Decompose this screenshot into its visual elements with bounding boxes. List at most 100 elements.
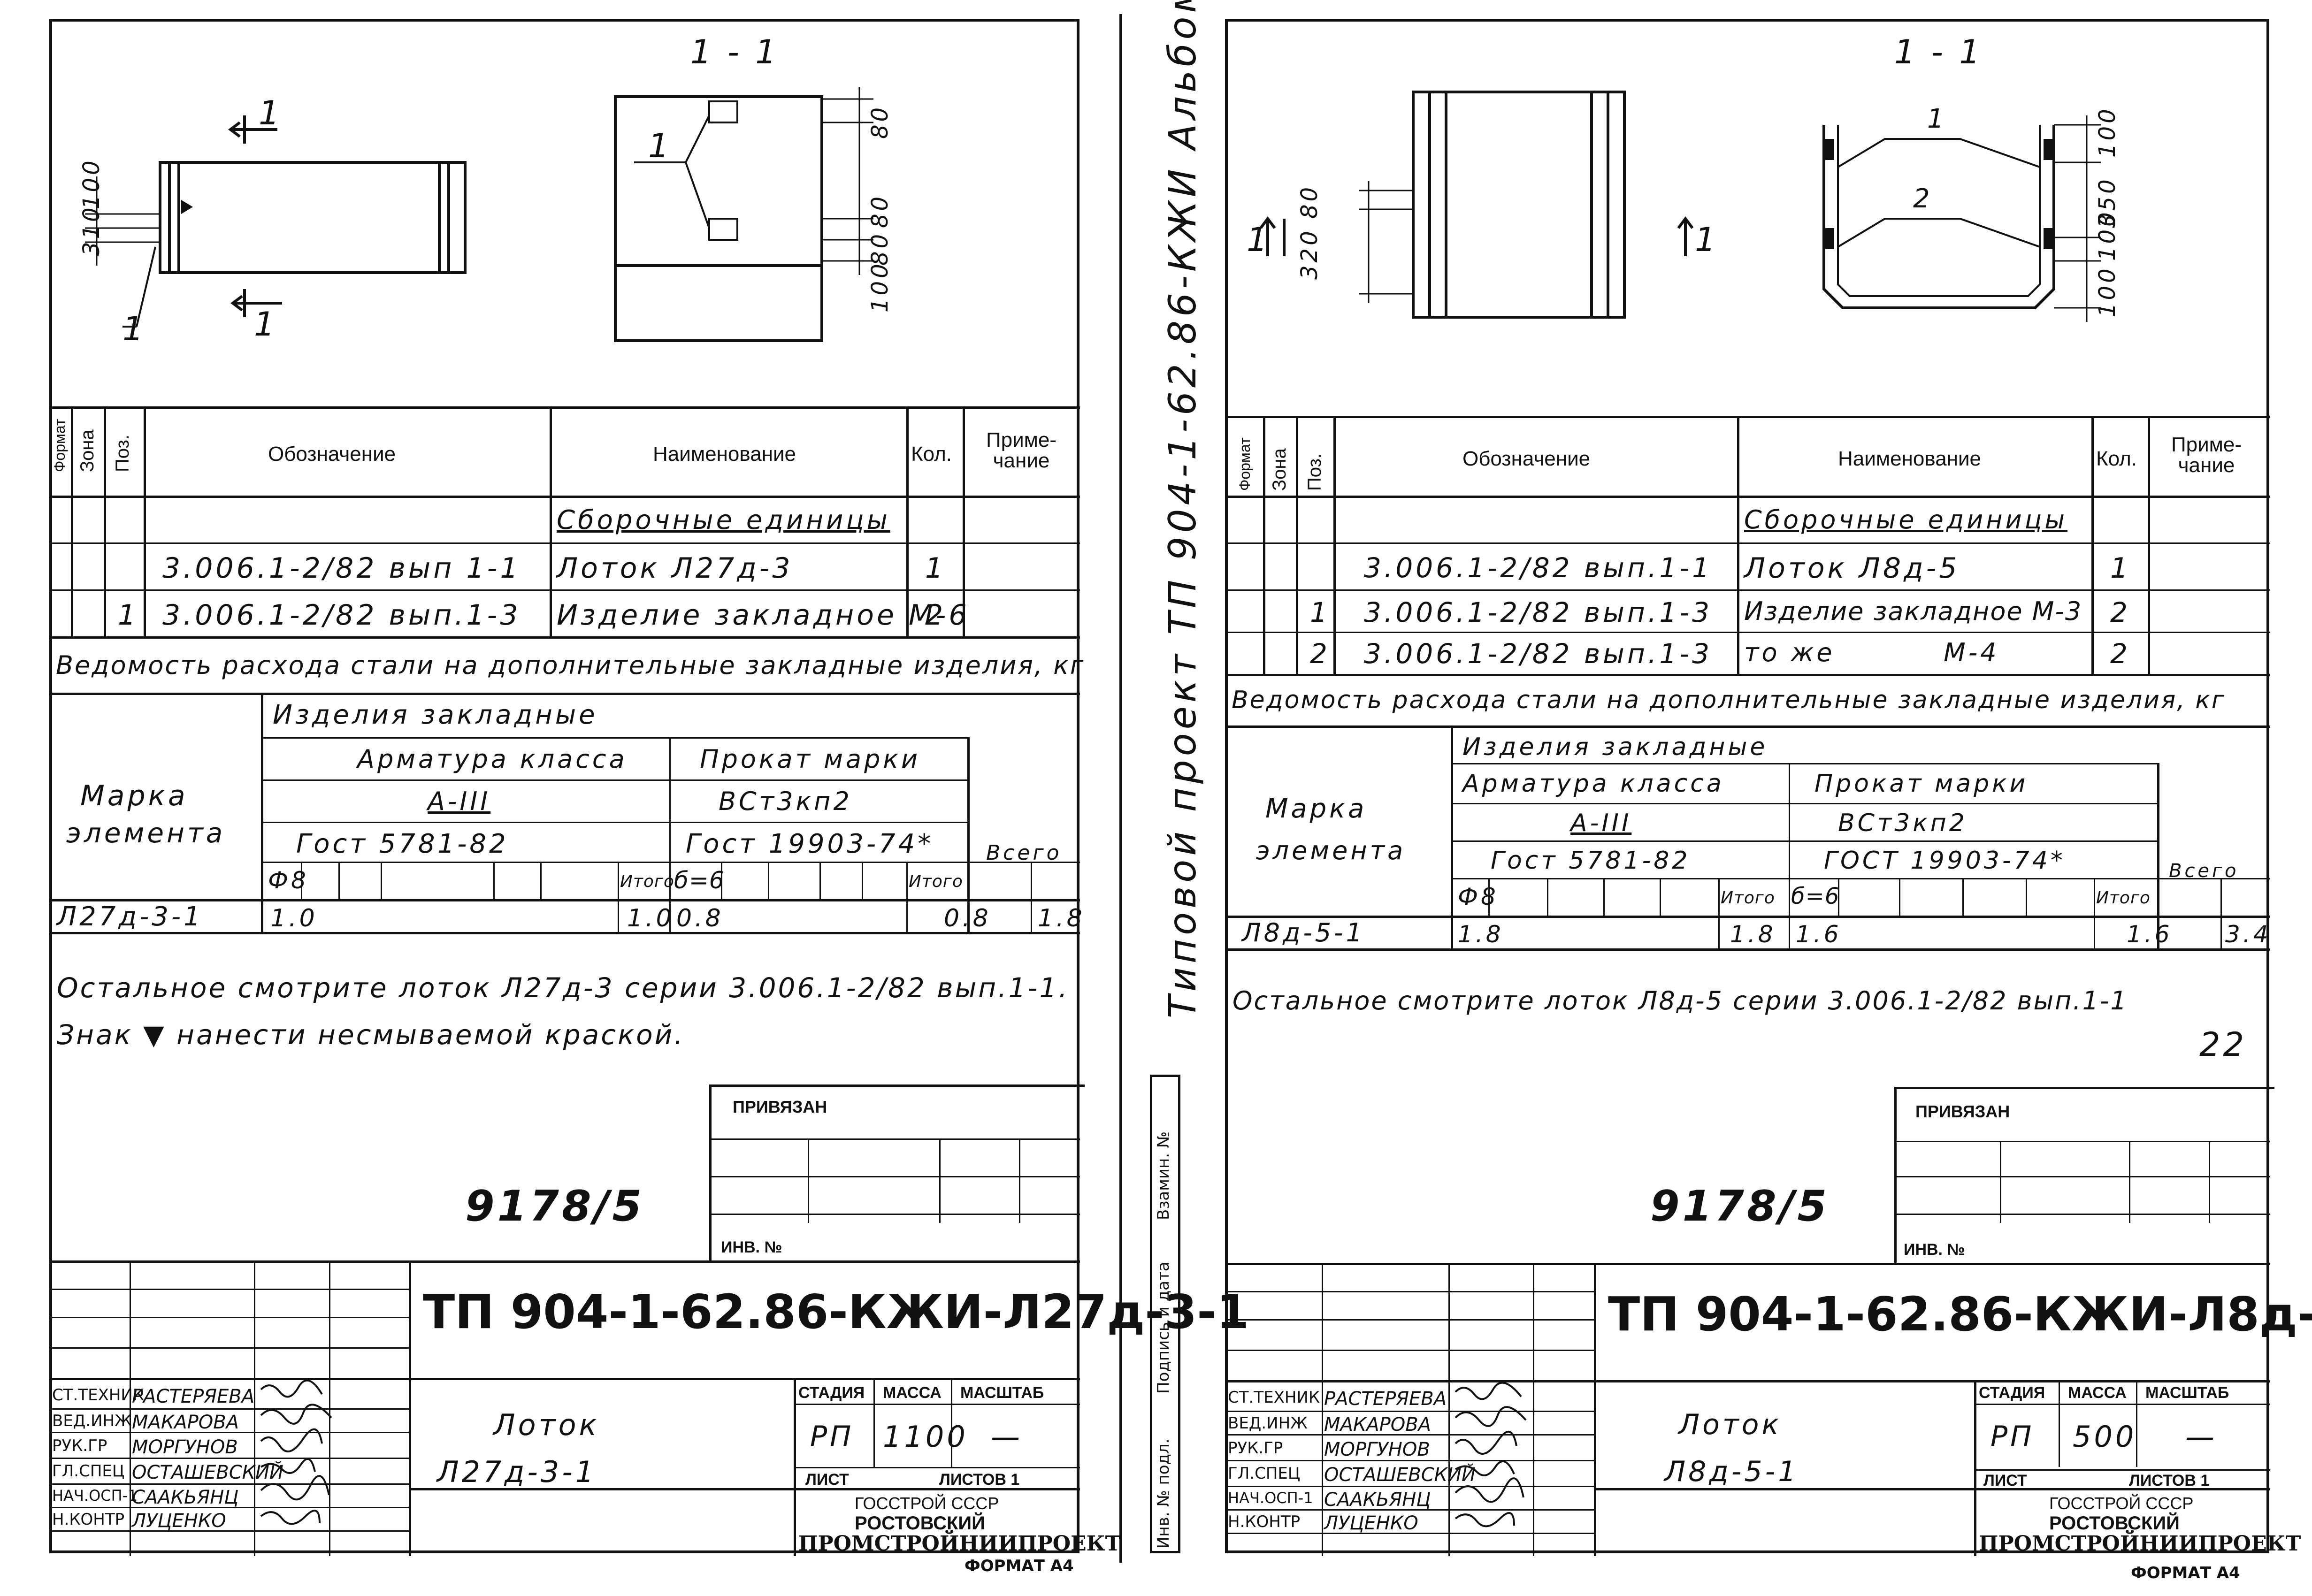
right-steel-row-phi: 1.8 [1458,921,1504,948]
right-page-no: 22 [2199,1025,2247,1064]
right-staff-5-name: ЛУЦЕНКО [1324,1512,1418,1534]
right-spec-r2-designation: 3.006.1-2/82 вып.1-3 [1364,596,1713,628]
right-steel-rebar-gost: Гост 5781-82 [1491,847,1691,875]
left-dim-right-1: 80 [867,104,893,139]
right-spec-r3-pos: 2 [1310,638,1330,670]
right-spec-r3-qty: 2 [2110,638,2130,670]
left-code: ТП 904-1-62.86-КЖИ-Л27д-3-1 [423,1284,1249,1339]
right-staff-0-role: СТ.ТЕХНИК [1228,1388,1320,1407]
right-staff-3-role: ГЛ.СПЕЦ [1228,1464,1301,1483]
left-steel-total: Всего [986,841,1062,865]
left-steel-itogo1: Итого [620,872,674,891]
right-steel-embedded: Изделия закладные [1462,733,1768,761]
left-scale: — [991,1420,1023,1454]
right-note-1: Остальное смотрите лоток Л8д-5 серии 3.0… [1233,986,2128,1016]
left-steel-row-phi: 1.0 [270,904,318,932]
right-steel-delta: б=6 [1791,883,1840,909]
right-steel-row-total: 3.4 [2225,921,2271,948]
left-steel-rolled-gost: Гост 19903-74* [686,829,934,859]
right-sheet: 1 - 1 1 1 1 2 320 80 100 350 100 100 Фор… [1225,19,2312,1556]
left-spec-r2-name: Изделие закладное М-6 [557,599,970,632]
left-privyazan: ПРИВЯЗАН [733,1097,827,1116]
right-dim-r4: 100 [2094,266,2121,317]
right-steel-total: Всего [2169,860,2239,882]
left-spec-r2-qty: 2 [925,599,946,632]
left-org-2: РОСТОВСКИЙ [855,1513,985,1534]
left-steel-rolled: Прокат марки [700,744,921,774]
left-staff-4-name: СААКЬЯНЦ [132,1487,239,1508]
left-staff-2-role: РУК.ГР [52,1436,107,1455]
right-staff-1-name: МАКАРОВА [1324,1414,1432,1436]
left-format: ФОРМАТ А4 [965,1557,1074,1575]
left-cut-mark-c: 1 [122,310,146,348]
left-cut-mark-a: 1 [259,94,283,132]
left-steel-row-itogo2: 0.8 [944,904,991,932]
left-cut-mark-b: 1 [254,305,278,344]
right-side-text: Типовой проект ТП 904-1-62.86-КЖИ Альбом… [1161,0,1204,1018]
right-drawing [1259,91,2101,322]
left-spec-head-note: Приме-чание [986,428,1057,472]
right-inv: ИНВ. № [1904,1241,1965,1259]
right-steel-rolled-gost: ГОСТ 19903-74* [1824,847,2066,875]
right-spec-r1-qty: 1 [2110,552,2131,585]
left-spec-r2-pos: 1 [118,599,139,632]
left-staff-5-name: ЛУЦЕНКО [132,1510,226,1532]
left-steel-row-delta: 0.8 [676,904,724,932]
right-org-1: ГОССТРОЙ СССР [2049,1494,2194,1513]
left-spec-head-pos: Поз. [112,435,133,472]
left-org-3: ПРОМСТРОЙНИИПРОЕКТ [798,1532,1121,1556]
left-steel-phi: Ф8 [268,867,309,894]
left-steel-row-total: 1.8 [1038,904,1085,932]
left-steel-embedded: Изделия закладные [273,700,598,730]
right-steel-itogo2: Итого [2096,888,2151,908]
right-steel-row-delta: 1.6 [1796,921,1842,948]
right-scale-label: МАСШТАБ [2145,1384,2229,1402]
right-staff-4-role: НАЧ.ОСП-1 [1228,1489,1313,1507]
left-steel-mark-2: элемента [66,817,226,849]
right-dim-320: 320 [1296,228,1323,280]
right-staff-2-role: РУК.ГР [1228,1439,1283,1458]
left-spec-head-format: Формат [51,419,68,472]
left-stage-label: СТАДИЯ [798,1384,865,1402]
right-steel-row-itogo2: 1.6 [2127,921,2173,948]
left-spec-r0-name: Сборочные единицы [557,505,890,535]
right-cut-mark-b: 1 [1695,221,1719,259]
right-steel-rolled-grade: ВСт3кп2 [1838,809,1967,837]
right-code: ТП 904-1-62.86-КЖИ-Л8д-5-1 [1608,1287,2312,1342]
left-dim-right-3: 80 [867,231,893,266]
left-section-label: 1 - 1 [690,33,779,71]
left-staff-4-role: НАЧ.ОСП-1 [52,1487,138,1504]
left-archive-no: 9178/5 [465,1182,644,1231]
left-dim-right-4: 100 [867,261,893,313]
right-spec-head-pos: Поз. [1304,453,1325,491]
right-staff-3-name: ОСТАШЕВСКИЙ [1324,1464,1476,1486]
right-staff-1-role: ВЕД.ИНЖ [1228,1414,1308,1433]
right-cut-mark-a: 1 [1247,221,1271,259]
right-steel-rolled: Прокат марки [1814,770,2029,798]
right-steel-rebar-class: Арматура класса [1462,770,1724,798]
left-staff-1-name: МАКАРОВА [132,1412,239,1433]
left-staff-3-name: ОСТАШЕВСКИЙ [132,1462,283,1483]
left-mass: 1100 [883,1420,968,1454]
left-staff-3-role: ГЛ.СПЕЦ [52,1462,125,1481]
left-spec-r1-designation: 3.006.1-2/82 вып 1-1 [162,552,521,585]
left-dim-right-2: 80 [867,193,893,228]
left-steel-rebar-class: Арматура класса [357,744,628,774]
right-side-stamp [1150,1075,1180,1553]
left-steel-mark-1: Марка [80,779,188,812]
right-spec-r2-pos: 1 [1310,596,1330,628]
left-steel-title: Ведомость расхода стали на дополнительны… [56,650,1085,680]
left-spec-head-qty: Кол. [911,443,952,466]
right-spec-head-qty: Кол. [2096,447,2137,470]
left-staff-1-role: ВЕД.ИНЖ [52,1412,132,1430]
right-dim-r3: 100 [2094,209,2121,261]
left-mass-label: МАССА [883,1384,942,1402]
right-steel-itogo1: Итого [1721,888,1775,908]
left-steel-itogo2: Итого [909,872,963,891]
left-spec-r1-name: Лоток Л27д-3 [557,552,793,585]
left-note-1: Остальное смотрите лоток Л27д-3 серии 3.… [57,972,1069,1004]
left-spec-r2-designation: 3.006.1-2/82 вып.1-3 [162,599,521,632]
right-mass: 500 [2073,1420,2137,1454]
right-side-stamp-1: Инв. № подл. [1154,1438,1173,1549]
right-spec-r1-name: Лоток Л8д-5 [1744,552,1960,585]
